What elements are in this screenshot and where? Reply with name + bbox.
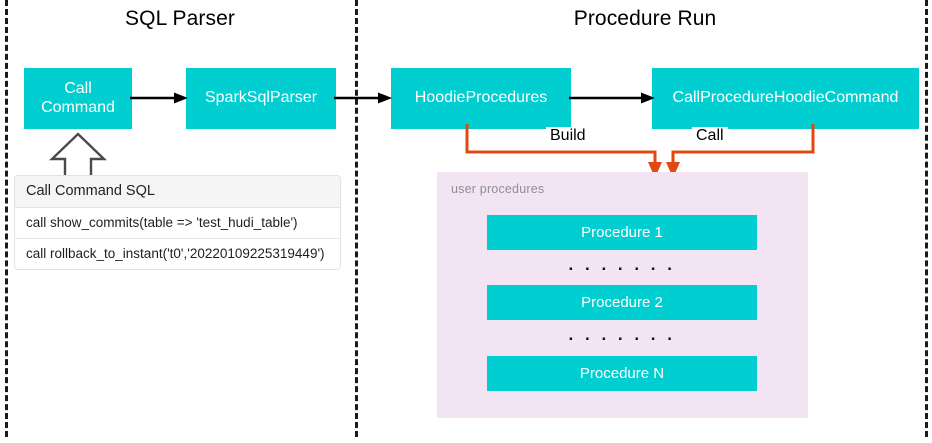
node-hoodie-procedures: HoodieProcedures: [391, 68, 571, 129]
sql-table-row: call show_commits(table => 'test_hudi_ta…: [15, 208, 340, 239]
arrow-hoodie-procedures-to-call-procedure-hoodie-command: [569, 92, 655, 104]
sql-table-row: call rollback_to_instant('t0','202201092…: [15, 239, 340, 269]
procedure-separator-dots: . . . . . . .: [568, 255, 676, 274]
connector-label-build: Build: [546, 127, 590, 145]
procedure-box: Procedure 2: [487, 285, 757, 320]
node-spark-sql-parser: SparkSqlParser: [186, 68, 336, 129]
section-title-sql-parser: SQL Parser: [125, 7, 235, 30]
procedure-box: Procedure N: [487, 356, 757, 391]
call-command-sql-table: Call Command SQL call show_commits(table…: [14, 175, 341, 270]
node-call-procedure-hoodie-command: CallProcedureHoodieCommand: [652, 68, 919, 129]
connector-label-call: Call: [692, 127, 728, 145]
arrow-spark-sql-parser-to-hoodie-procedures: [334, 92, 392, 104]
section-divider-middle: [355, 0, 358, 437]
procedure-separator-dots: . . . . . . .: [568, 325, 676, 344]
sql-table-header: Call Command SQL: [15, 176, 340, 208]
procedure-box: Procedure 1: [487, 215, 757, 250]
section-divider-left: [5, 0, 8, 437]
user-procedures-panel: user procedures Procedure 1 . . . . . . …: [437, 172, 808, 418]
node-call-command: Call Command: [24, 68, 132, 129]
user-procedures-label: user procedures: [451, 182, 545, 196]
orange-build-call-connectors: [465, 124, 815, 178]
section-title-procedure-run: Procedure Run: [573, 7, 717, 30]
hollow-up-arrow-icon: [49, 132, 107, 180]
arrow-call-command-to-spark-sql-parser: [130, 92, 188, 104]
section-divider-right: [925, 0, 928, 437]
